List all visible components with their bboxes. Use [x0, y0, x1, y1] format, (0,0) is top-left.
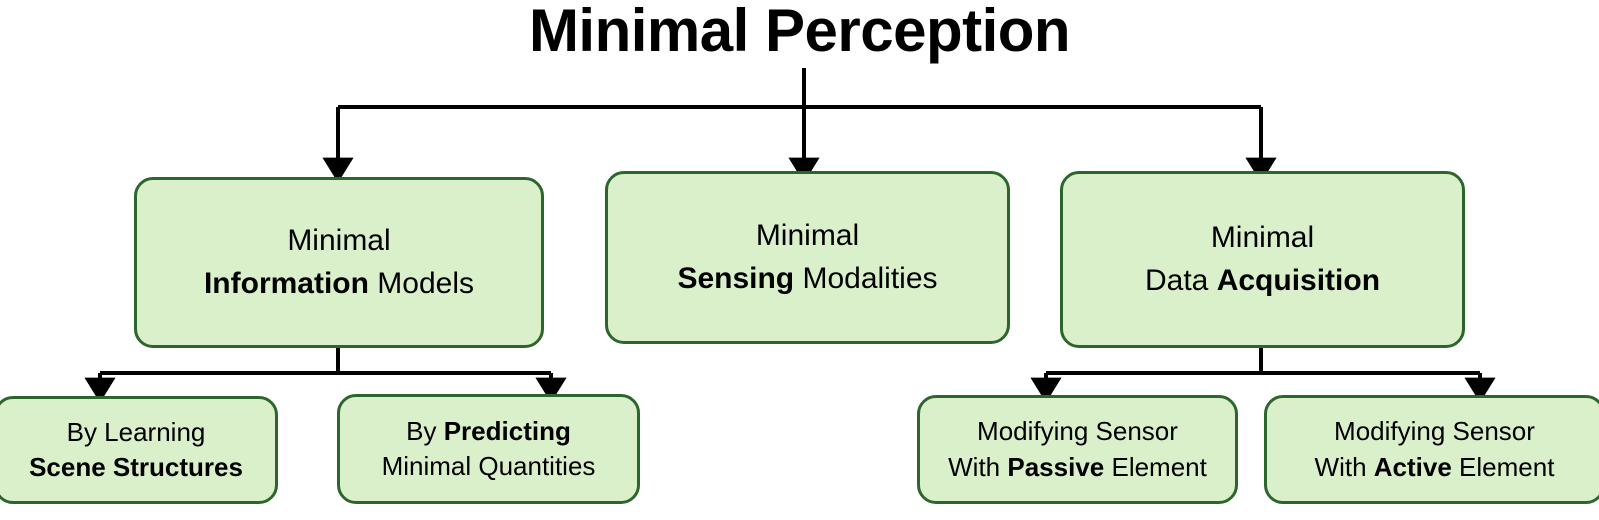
- node-emphasis-tail: Element: [1451, 451, 1555, 482]
- node-minimal-data-acquisition[interactable]: Minimal Data Acquisition: [1060, 171, 1465, 348]
- node-line-1: Modifying Sensor: [1334, 416, 1535, 447]
- node-line-1: Minimal: [287, 223, 391, 257]
- node-emphasis-tail: Models: [368, 266, 475, 300]
- node-emphasis: Sensing: [677, 261, 795, 295]
- node-by-learning-scene-structures[interactable]: By Learning Scene Structures: [0, 396, 278, 504]
- node-modifying-sensor-active-element[interactable]: Modifying Sensor With Active Element: [1264, 395, 1599, 504]
- page-title: Minimal Perception: [528, 0, 1071, 64]
- node-line-2: With Active Element: [1315, 450, 1555, 485]
- node-emphasis-tail: Modalities: [794, 261, 938, 295]
- node-emphasis: Scene Structures: [29, 452, 243, 482]
- node-line-1: Modifying Sensor: [977, 416, 1178, 447]
- node-emphasis-head: With: [948, 451, 1008, 482]
- node-line-1: Minimal: [755, 218, 860, 252]
- node-emphasis: Information: [203, 266, 369, 300]
- node-emphasis-head: By: [406, 415, 444, 446]
- node-emphasis: Acquisition: [1216, 263, 1381, 297]
- node-emphasis: Active: [1373, 451, 1452, 482]
- node-line-2: Scene Structures: [29, 450, 243, 485]
- node-line-2: Minimal Quantities: [381, 451, 596, 481]
- node-line-2: Sensing Modalities: [677, 258, 937, 301]
- node-by-predicting-minimal-quantities[interactable]: By Predicting Minimal Quantities: [337, 394, 640, 504]
- node-line-2: Information Models: [204, 263, 474, 306]
- node-modifying-sensor-passive-element[interactable]: Modifying Sensor With Passive Element: [917, 395, 1238, 504]
- node-emphasis-tail: Element: [1104, 451, 1207, 482]
- node-emphasis-head: Data: [1144, 263, 1217, 297]
- node-line-2: With Passive Element: [948, 450, 1207, 485]
- node-line-1: By Predicting: [406, 414, 571, 449]
- node-line-1: By Learning: [66, 416, 206, 447]
- node-minimal-information-models[interactable]: Minimal Information Models: [134, 177, 544, 348]
- node-emphasis: Passive: [1007, 451, 1105, 482]
- node-line-2: Data Acquisition: [1145, 260, 1380, 303]
- node-minimal-sensing-modalities[interactable]: Minimal Sensing Modalities: [605, 171, 1010, 344]
- node-emphasis-head: With: [1314, 451, 1374, 482]
- node-emphasis: Predicting: [443, 415, 571, 446]
- node-line-1: Minimal: [1210, 220, 1315, 254]
